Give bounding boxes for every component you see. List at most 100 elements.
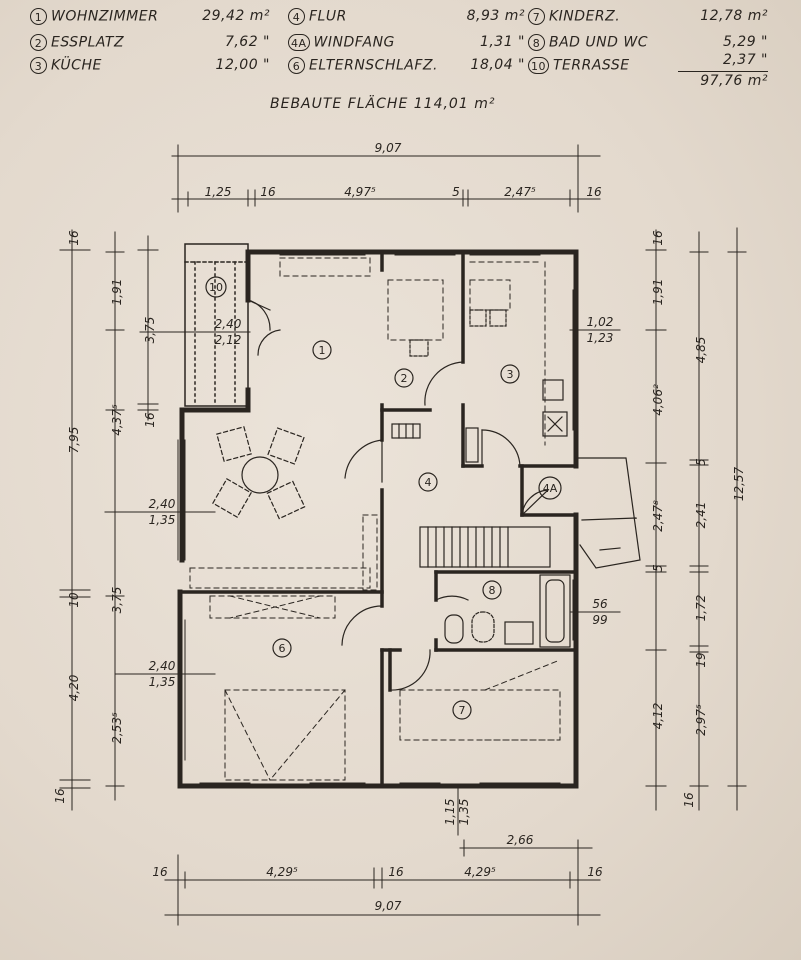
room-marker-4a: 4A [538,476,562,500]
room-marker-6: 6 [272,638,292,658]
dim-left-inner: 2,53⁵ [110,712,124,744]
dim-top-part: 1,25 [205,185,232,199]
dim-bottom-overall: 9,07 [375,899,402,913]
entrance-ramp [575,457,641,569]
legend-name: WOHNZIMMER [51,8,159,25]
legend-area: 8,93 m² [466,8,525,24]
dim-bottom-part: 4,29⁵ [464,865,496,879]
dim-right-mid: 4,85 [694,337,708,364]
svg-text:8: 8 [489,584,496,597]
dim-bottom-opening: 1,15 [443,799,457,826]
legend-number: 4 [288,8,305,25]
dim-right-inner: 4,12 [651,703,665,730]
room-marker-4: 4 [418,472,438,492]
dim-right-inner: 16 [682,792,696,808]
svg-text:2: 2 [401,372,408,385]
dim-left-inner: 4,37⁵ [110,404,124,436]
dim-right-inner: 2,47⁸ [651,500,665,532]
svg-text:10: 10 [209,281,223,294]
dim-right-mid: 1,72 [694,595,708,622]
opening-dim-top: 1,02 [587,315,614,329]
opening-dim-bottom: 1,35 [149,675,176,689]
dimension-lines [59,144,747,926]
room-marker-1: 1 [312,340,332,360]
dim-left-inner: 16 [67,230,81,246]
svg-text:1: 1 [319,344,326,357]
dim-right-inner: 5 [651,564,665,572]
room-marker-2: 2 [394,368,414,388]
dim-right-inner: 16 [651,230,665,246]
svg-text:6: 6 [279,642,286,655]
legend-number: 8 [528,34,545,51]
dim-bottom-opening: 1,35 [457,799,471,826]
dim-left-inner2: 3,75 [143,317,157,344]
dim-bottom-partial: 2,66 [507,833,534,847]
dim-top-part: 4,97⁵ [344,185,376,199]
dim-left-outer: 10 [67,592,81,608]
legend-number: 10 [528,57,549,74]
dining-furniture [212,426,306,520]
legend-area: 2,37 " [722,52,768,68]
dim-top-overall: 9,07 [375,141,402,155]
legend-area: 18,04 " [470,57,525,73]
terrace [184,243,249,407]
legend-total: 97,76 m² [700,73,768,89]
dim-top-part: 5 [452,185,460,199]
dimension-labels: 9,07 1,25 16 4,97⁵ 5 2,47⁵ 16 9,07 16 4,… [53,141,746,913]
room-markers: 1 2 3 4 4A 6 7 8 10 [205,276,562,720]
legend-number: 2 [30,34,47,51]
svg-text:3: 3 [507,368,514,381]
dim-right-inner: 4,06² [651,384,665,416]
room-marker-3: 3 [500,364,520,384]
legend-name: KINDERZ. [549,8,621,25]
legend-name: KÜCHE [51,57,102,74]
dim-left-outer: 4,20 [67,674,81,701]
svg-text:4: 4 [425,476,432,489]
dim-left-inner: 1,91 [110,279,124,306]
dim-bottom-part: 16 [587,865,603,879]
door-swings [247,299,549,691]
dim-left-outer: 16 [53,788,67,804]
legend-number: 1 [30,8,47,25]
legend-name: BAD UND WC [549,34,648,51]
dim-right-mid: 19 [694,652,708,667]
dim-right-inner: 1,91 [651,279,665,306]
legend-name: WINDFANG [313,34,395,51]
svg-text:4A: 4A [543,482,558,495]
legend-number: 3 [30,57,47,74]
legend-name: ESSPLATZ [51,34,125,51]
room-marker-7: 7 [452,700,472,720]
legend-name: TERRASSE [553,57,630,74]
kitchen-fixtures [409,309,568,437]
dashed-outlines [189,257,561,781]
legend-area: 12,78 m² [700,8,768,24]
legend-number: 4A [288,34,310,51]
legend-name: ELTERNSCHLAFZ. [309,57,438,74]
legend-name: FLUR [309,8,347,25]
dim-top-part: 2,47⁵ [504,185,536,199]
opening-dim-bottom: 1,35 [149,513,176,527]
svg-text:7: 7 [459,704,466,717]
legend-number: 6 [288,57,305,74]
dim-right-mid: 5 [694,458,708,466]
opening-dim-top: 2,40 [149,497,176,511]
dim-left-inner2: 16 [143,412,157,428]
dim-top-part: 16 [586,185,602,199]
dim-left-inner: 3,75 [110,587,124,614]
bath-fixtures [444,574,571,648]
dim-top-part: 16 [260,185,276,199]
opening-dim-top: 2,40 [215,317,242,331]
opening-dim-bottom: 2,12 [215,333,242,347]
dim-bottom-part: 16 [152,865,168,879]
built-area-caption: BEBAUTE FLÄCHE 114,01 m² [270,96,496,112]
legend-area: 5,29 " [722,34,768,50]
